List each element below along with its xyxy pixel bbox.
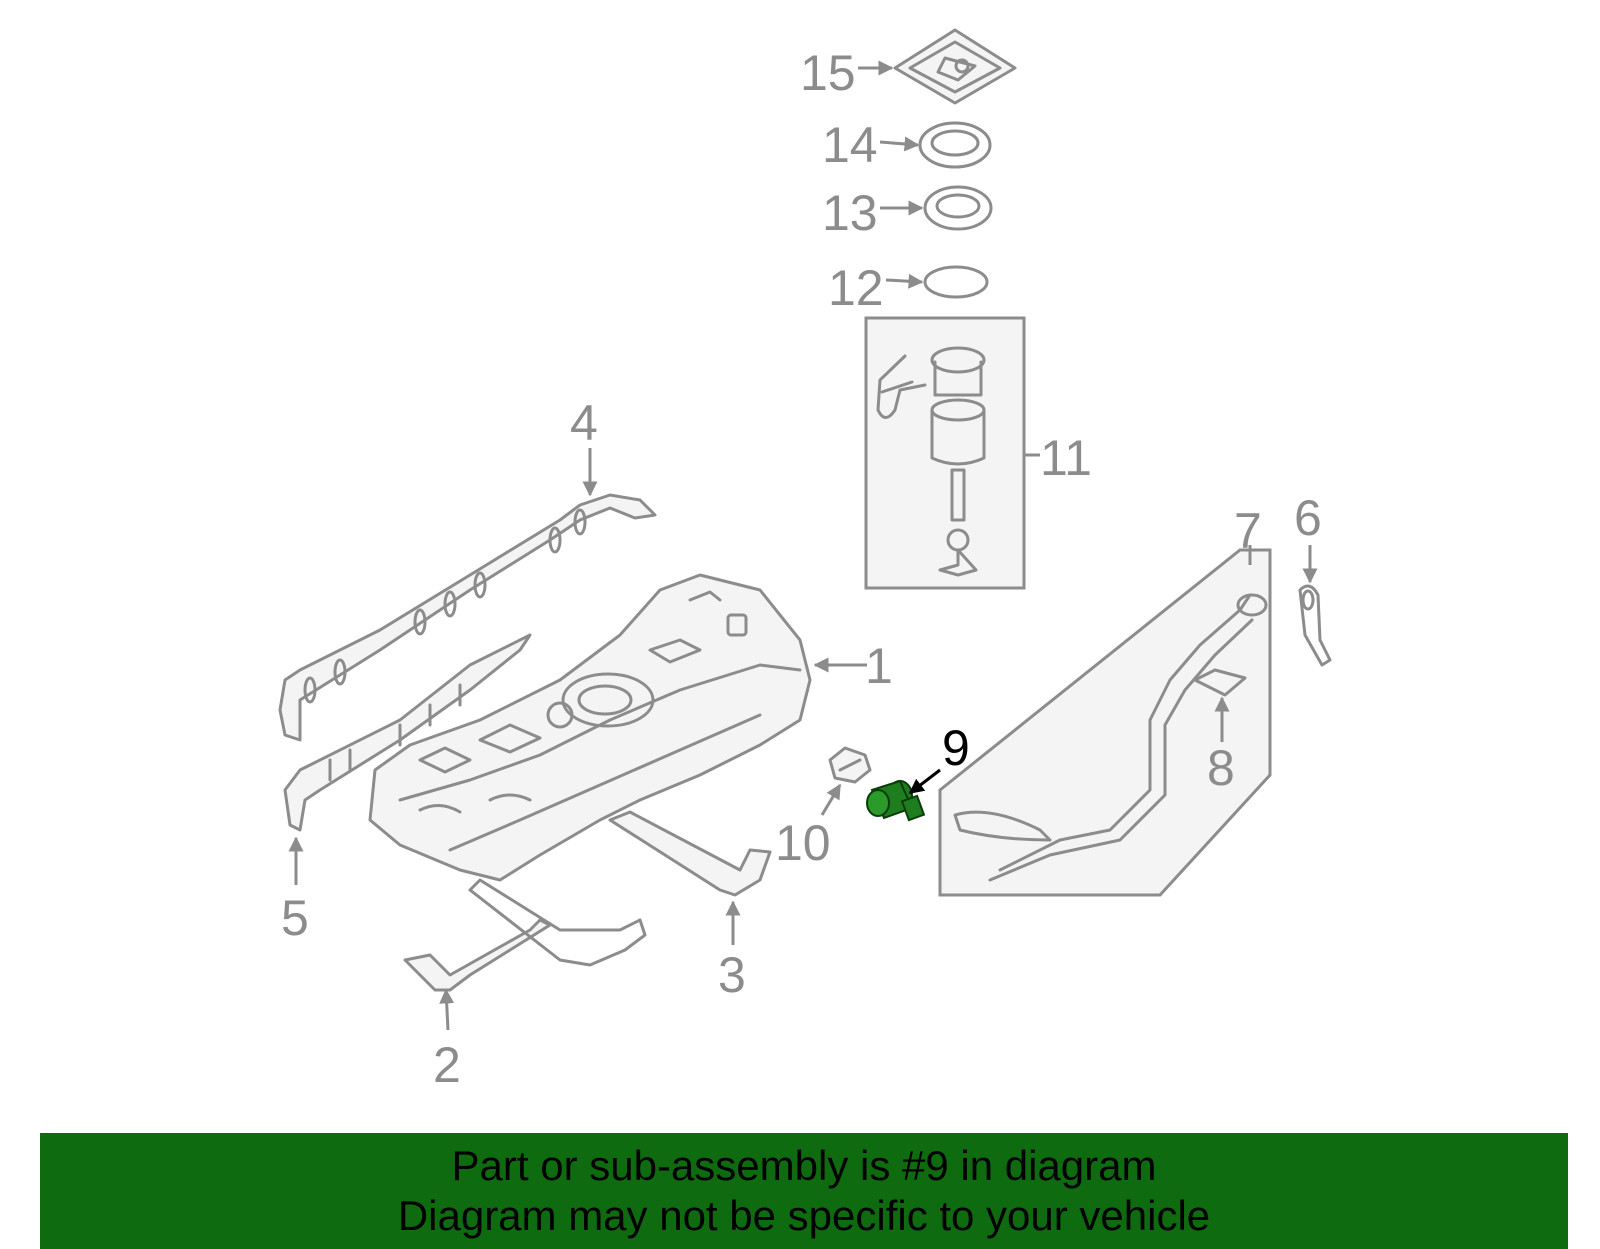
callout-labels: 15 14 13 12 11 1 2 3 4 5 6 7 8 9 10 xyxy=(281,45,1322,1093)
callout-14: 14 xyxy=(822,117,878,173)
fuel-pump-module-part xyxy=(864,316,1026,590)
callout-6: 6 xyxy=(1294,490,1322,546)
gasket-part-14 xyxy=(918,121,992,169)
callout-9: 9 xyxy=(942,720,970,776)
info-banner: Part or sub-assembly is #9 in diagram Di… xyxy=(40,1133,1568,1249)
gasket-part-13 xyxy=(923,185,993,231)
filler-neck-part xyxy=(938,548,1272,897)
callout-2: 2 xyxy=(433,1037,461,1093)
parts-diagram: 15 14 13 12 11 1 2 3 4 5 6 7 8 9 10 xyxy=(278,28,1332,1093)
callout-3: 3 xyxy=(718,947,746,1003)
callout-10: 10 xyxy=(775,815,831,871)
tank-strap-part-3 xyxy=(608,810,772,897)
heat-shield-lower-part xyxy=(283,633,532,832)
callout-12: 12 xyxy=(828,260,884,316)
banner-line-1: Part or sub-assembly is #9 in diagram xyxy=(451,1142,1157,1189)
valve-part-9-highlighted xyxy=(866,779,926,822)
clip-part-6 xyxy=(1298,584,1332,667)
leader-lines xyxy=(288,60,1318,1031)
callout-7: 7 xyxy=(1234,503,1262,559)
callout-5: 5 xyxy=(281,890,309,946)
callout-1: 1 xyxy=(865,638,893,694)
banner-line-2: Diagram may not be specific to your vehi… xyxy=(397,1192,1211,1239)
o-ring-part-12 xyxy=(923,265,989,299)
callout-13: 13 xyxy=(822,185,878,241)
callout-15: 15 xyxy=(800,45,856,101)
fuel-tank-part xyxy=(368,573,812,882)
cap-part-10 xyxy=(828,746,872,784)
tank-strap-part-2 xyxy=(403,878,647,992)
callout-8: 8 xyxy=(1207,740,1235,796)
callout-11: 11 xyxy=(1040,430,1092,486)
heat-shield-upper-part xyxy=(278,493,657,742)
cover-plate-part xyxy=(893,28,1017,105)
callout-4: 4 xyxy=(570,395,598,451)
